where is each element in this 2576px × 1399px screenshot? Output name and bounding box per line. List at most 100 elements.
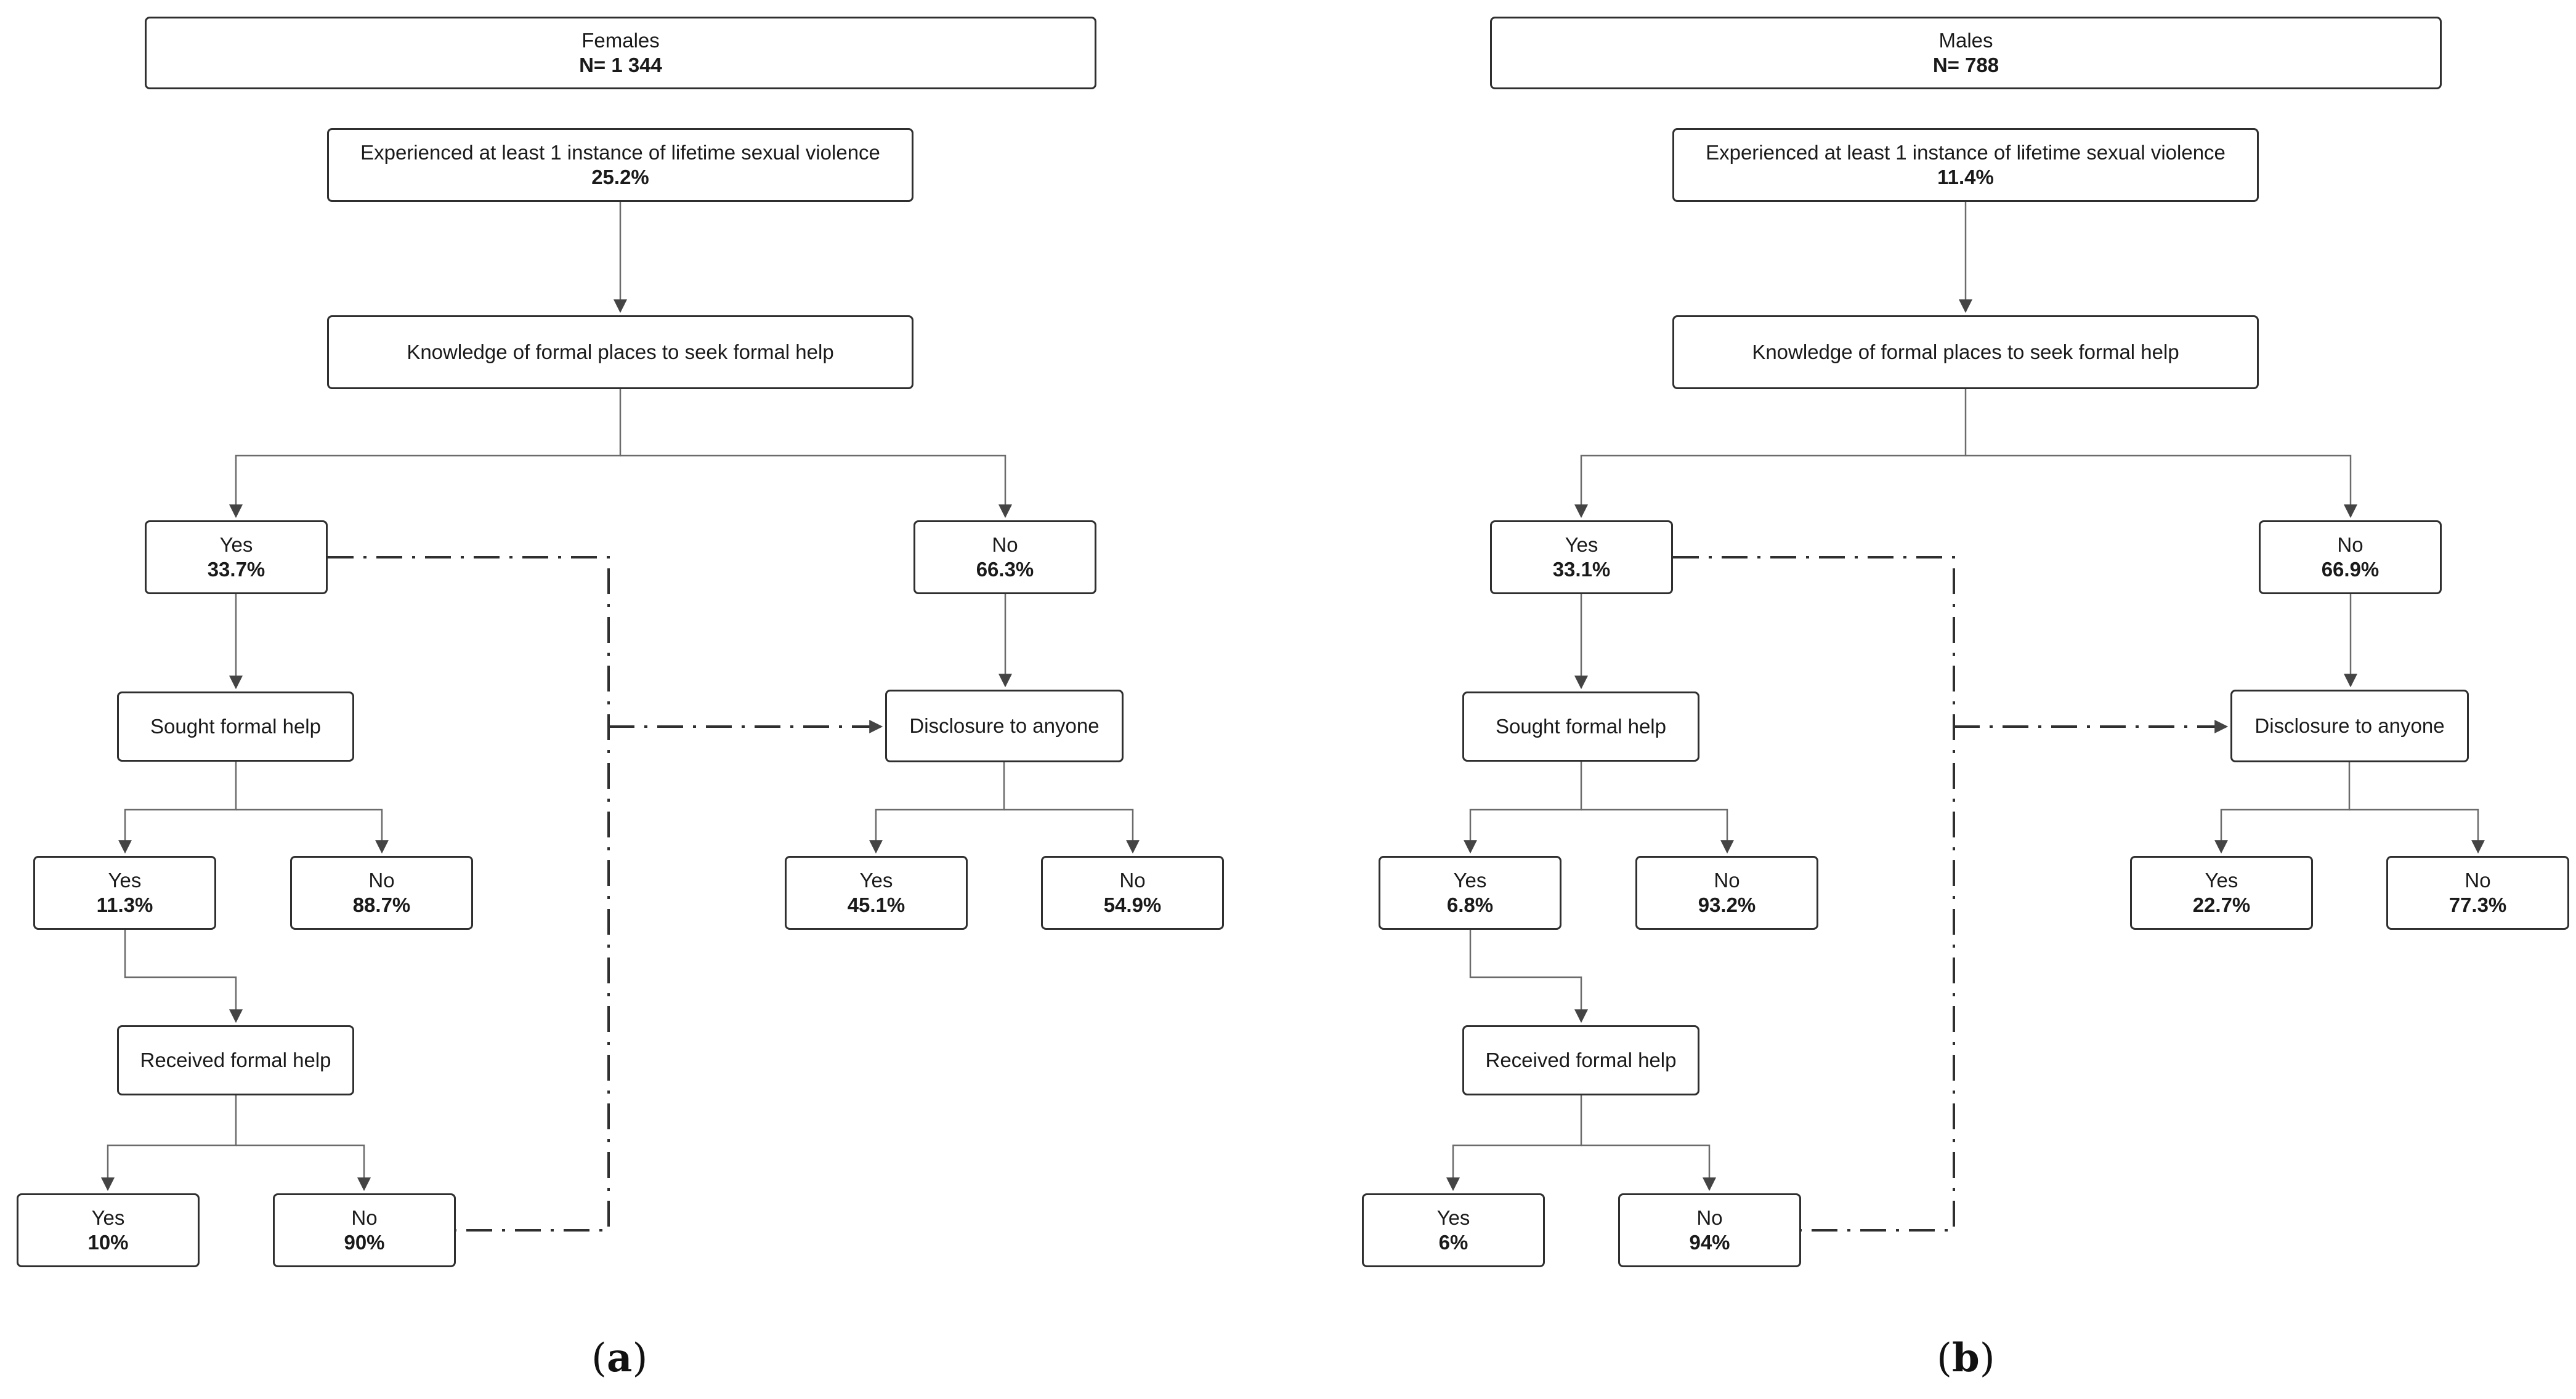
box-label: Males <box>1938 29 1993 52</box>
box-label: Females <box>581 29 660 52</box>
panel-a-arrow-knowledge-to-no <box>620 454 1012 518</box>
box-value: 77.3% <box>2448 893 2507 916</box>
box-value: 10% <box>87 1231 129 1254</box>
panel-b-arrow-disclosure-to-no <box>2349 808 2485 854</box>
box-label: Received formal help <box>140 1049 331 1071</box>
panel-a-arrow-sought-yes-to-received <box>124 930 243 1023</box>
panel-a-knowledge-box: Knowledge of formal places to seek forma… <box>327 315 913 389</box>
box-label: Knowledge of formal places to seek forma… <box>407 341 834 363</box>
box-value: N= 788 <box>1932 54 1999 76</box>
box-label: No <box>1119 869 1146 892</box>
panel-b-experienced-box: Experienced at least 1 instance of lifet… <box>1672 128 2259 202</box>
box-value: 94% <box>1689 1231 1730 1254</box>
panel-a-received-box: Received formal help <box>117 1025 354 1095</box>
panel-b-received-box: Received formal help <box>1462 1025 1699 1095</box>
box-label: Yes <box>108 869 142 892</box>
box-label: Yes <box>2205 869 2238 892</box>
box-label: Experienced at least 1 instance of lifet… <box>360 141 880 164</box>
box-value: 93.2% <box>1698 893 1756 916</box>
box-label: No <box>2465 869 2491 892</box>
box-label: Received formal help <box>1485 1049 1677 1071</box>
panel-b-disclosure-box: Disclosure to anyone <box>2230 690 2469 762</box>
box-value: 66.9% <box>2321 558 2380 581</box>
box-label: Disclosure to anyone <box>2254 714 2445 737</box>
panel-b-arrow-received-to-no <box>1581 1144 1716 1191</box>
panel-a-arrow-sought-to-yes <box>118 762 237 854</box>
panel-b-arrow-sought-to-yes <box>1464 762 1582 854</box>
panel-b-sought-box: Sought formal help <box>1462 691 1699 762</box>
panel-b-arrow-received-to-yes <box>1446 1095 1582 1191</box>
box-label: Yes <box>1453 869 1487 892</box>
panel-a-disclosure-box: Disclosure to anyone <box>885 690 1124 762</box>
panel-a-experienced-box: Experienced at least 1 instance of lifet… <box>327 128 913 202</box>
box-label: No <box>368 869 395 892</box>
box-value: 6.8% <box>1446 893 1494 916</box>
panel-b-arrow-knowledge-to-no <box>1966 454 2357 518</box>
panel-b-arrow-sought-to-no <box>1581 808 1734 854</box>
panel-a-sought-box: Sought formal help <box>117 691 354 762</box>
box-value: 11.4% <box>1937 166 1994 188</box>
panel-letter: b <box>1951 1335 1980 1381</box>
panel-letter: a <box>606 1335 633 1381</box>
panel-b-knowledge-box: Knowledge of formal places to seek forma… <box>1672 315 2259 389</box>
box-value: 33.7% <box>207 558 265 581</box>
box-value: 54.9% <box>1103 893 1162 916</box>
panel-a-dashed-path-to-disclosure <box>328 556 610 1232</box>
box-value: 90% <box>344 1231 385 1254</box>
panel-a-arrow-knowledge-to-yes <box>229 389 622 518</box>
box-label: Yes <box>859 869 893 892</box>
box-label: No <box>2337 533 2363 556</box>
panel-b-arrow-knowledge-to-yes <box>1574 389 1967 518</box>
panel-a-arrow-received-to-no <box>236 1144 371 1191</box>
panel-b-arrow-sought-yes-to-received <box>1469 930 1588 1023</box>
box-label: No <box>351 1206 378 1229</box>
box-label: No <box>992 533 1018 556</box>
panel-a-arrow-sought-to-no <box>236 808 389 854</box>
box-label: No <box>1696 1206 1723 1229</box>
box-value: 11.3% <box>96 893 153 916</box>
panel-a-arrow-disclosure-to-no <box>1004 808 1140 854</box>
panel-b-caption-label: (b) <box>1937 1335 1995 1381</box>
box-value: 45.1% <box>847 893 905 916</box>
box-label: Experienced at least 1 instance of lifet… <box>1706 141 2226 164</box>
box-label: No <box>1714 869 1740 892</box>
box-value: 88.7% <box>352 893 411 916</box>
box-label: Knowledge of formal places to seek forma… <box>1752 341 2179 363</box>
box-label: Yes <box>1565 533 1598 556</box>
box-value: 22.7% <box>2192 893 2251 916</box>
box-label: Sought formal help <box>1495 715 1666 738</box>
panel-a-arrow-disclosure-to-yes <box>869 762 1005 854</box>
box-value: 25.2% <box>591 166 649 188</box>
box-label: Yes <box>91 1206 125 1229</box>
box-value: 6% <box>1438 1231 1468 1254</box>
box-label: Yes <box>219 533 253 556</box>
box-value: N= 1 344 <box>579 54 662 76</box>
panel-b-arrow-disclosure-to-yes <box>2214 762 2351 854</box>
box-label: Disclosure to anyone <box>909 714 1100 737</box>
box-label: Yes <box>1436 1206 1470 1229</box>
box-value: 33.1% <box>1552 558 1611 581</box>
box-value: 66.3% <box>976 558 1034 581</box>
box-label: Sought formal help <box>150 715 321 738</box>
panel-b-dashed-path-to-disclosure <box>1673 556 1955 1232</box>
panel-a-caption-label: (a) <box>591 1335 648 1381</box>
